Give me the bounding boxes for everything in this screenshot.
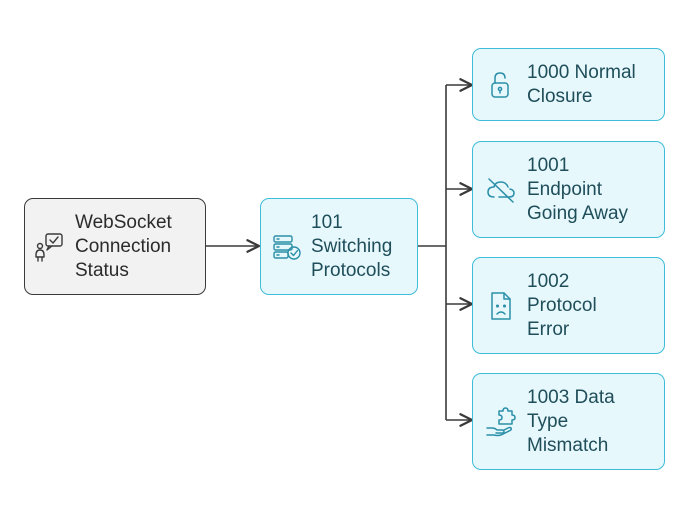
node-websocket-status: WebSocket Connection Status	[24, 198, 206, 295]
label-line: Going Away	[527, 202, 629, 224]
person-message-check-icon	[33, 231, 65, 263]
label-line: 1003 Data	[527, 386, 615, 408]
node-label: 1002 Protocol Error	[527, 270, 597, 342]
label-line: Protocols	[311, 259, 391, 281]
label-line: 1000 Normal	[527, 61, 636, 83]
node-label: 101 Switching Protocols	[311, 211, 392, 283]
label-line: Mismatch	[527, 434, 609, 456]
node-101-switching-protocols: 101 Switching Protocols	[260, 198, 418, 295]
node-label: WebSocket Connection Status	[75, 211, 172, 283]
label-line: WebSocket	[75, 211, 172, 233]
node-1001-endpoint-going-away: 1001 Endpoint Going Away	[472, 141, 665, 238]
label-line: 101	[311, 211, 343, 233]
cloud-off-icon	[485, 174, 517, 206]
label-line: Connection	[75, 235, 172, 257]
node-label: 1001 Endpoint Going Away	[527, 154, 628, 226]
label-line: Closure	[527, 85, 593, 107]
node-1000-normal-closure: 1000 Normal Closure	[472, 48, 665, 121]
label-line: Status	[75, 259, 129, 281]
sad-document-icon	[485, 290, 517, 322]
label-line: Endpoint	[527, 178, 603, 200]
label-line: Type	[527, 410, 569, 432]
unlock-icon	[485, 69, 517, 101]
label-line: Error	[527, 318, 570, 340]
server-check-icon	[271, 231, 303, 263]
label-line: 1001	[527, 154, 570, 176]
node-label: 1003 Data Type Mismatch	[527, 386, 615, 458]
label-line: Switching	[311, 235, 393, 257]
node-1003-data-type-mismatch: 1003 Data Type Mismatch	[472, 373, 665, 470]
label-line: Protocol	[527, 294, 597, 316]
node-label: 1000 Normal Closure	[527, 61, 636, 109]
puzzle-hand-icon	[485, 406, 517, 438]
label-line: 1002	[527, 270, 570, 292]
node-1002-protocol-error: 1002 Protocol Error	[472, 257, 665, 354]
